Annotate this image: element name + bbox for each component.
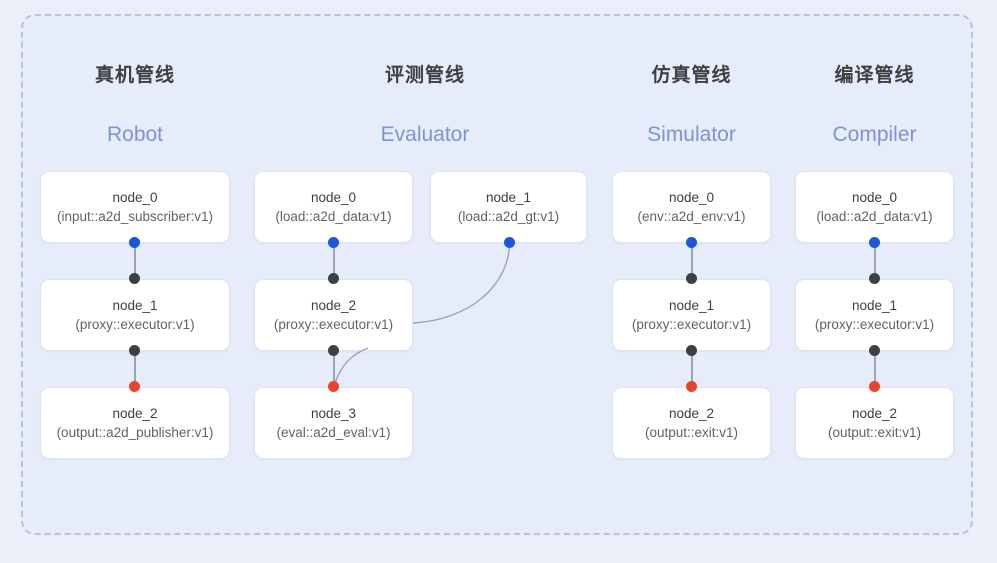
port-input-robot-2[interactable] bbox=[129, 381, 140, 392]
node-evaluator-1-gt[interactable]: node_1 (load::a2d_gt:v1) bbox=[430, 171, 587, 243]
column-title-cn-evaluator: 评测管线 bbox=[384, 65, 465, 86]
column-title-en-compiler: Compiler bbox=[832, 123, 917, 146]
node-type: (input::a2d_subscriber:v1) bbox=[56, 209, 214, 224]
column-title-cn-robot: 真机管线 bbox=[94, 65, 175, 86]
port-relay-simulator-1-out[interactable] bbox=[686, 345, 697, 356]
node-name: node_2 bbox=[851, 406, 898, 421]
port-input-simulator-2[interactable] bbox=[686, 381, 697, 392]
column-title-en-robot: Robot bbox=[106, 123, 164, 146]
column-title-en-simulator: Simulator bbox=[647, 123, 736, 146]
port-relay-simulator-1-in[interactable] bbox=[686, 273, 697, 284]
node-type: (proxy::executor:v1) bbox=[814, 317, 935, 332]
port-relay-evaluator-2-out[interactable] bbox=[328, 345, 339, 356]
node-compiler-1[interactable]: node_1 (proxy::executor:v1) bbox=[795, 279, 954, 351]
node-name: node_1 bbox=[112, 298, 158, 313]
node-name: node_1 bbox=[851, 298, 898, 313]
edge-evaluator-0-2 bbox=[333, 243, 335, 279]
node-evaluator-0[interactable]: node_0 (load::a2d_data:v1) bbox=[254, 171, 413, 243]
node-name: node_0 bbox=[310, 190, 357, 205]
node-type: (output::a2d_publisher:v1) bbox=[56, 425, 214, 440]
pipeline-column-compiler: 编译管线 Compiler bbox=[795, 0, 954, 563]
node-simulator-0[interactable]: node_0 (env::a2d_env:v1) bbox=[612, 171, 771, 243]
node-simulator-1[interactable]: node_1 (proxy::executor:v1) bbox=[612, 279, 771, 351]
column-title-cn-simulator: 仿真管线 bbox=[651, 65, 732, 86]
column-title-en-evaluator: Evaluator bbox=[380, 123, 470, 146]
edge-compiler-0-1 bbox=[874, 243, 876, 279]
node-type: (output::exit:v1) bbox=[644, 425, 739, 440]
node-simulator-2[interactable]: node_2 (output::exit:v1) bbox=[612, 387, 771, 459]
node-name: node_3 bbox=[310, 406, 357, 421]
node-type: (load::a2d_data:v1) bbox=[275, 209, 392, 224]
node-type: (output::exit:v1) bbox=[827, 425, 922, 440]
node-name: node_1 bbox=[485, 190, 532, 205]
edge-evaluator-2-3 bbox=[333, 351, 335, 387]
node-name: node_0 bbox=[851, 190, 898, 205]
node-name: node_0 bbox=[668, 190, 715, 205]
node-robot-0[interactable]: node_0 (input::a2d_subscriber:v1) bbox=[40, 171, 230, 243]
node-name: node_0 bbox=[112, 190, 158, 205]
column-title-cn-compiler: 编译管线 bbox=[834, 65, 915, 86]
edge-compiler-1-2 bbox=[874, 351, 876, 387]
node-robot-1[interactable]: node_1 (proxy::executor:v1) bbox=[40, 279, 230, 351]
node-type: (eval::a2d_eval:v1) bbox=[276, 425, 391, 440]
port-relay-robot-1-out[interactable] bbox=[129, 345, 140, 356]
node-compiler-0[interactable]: node_0 (load::a2d_data:v1) bbox=[795, 171, 954, 243]
port-input-evaluator-3[interactable] bbox=[328, 381, 339, 392]
pipeline-column-evaluator: 评测管线 Evaluator bbox=[330, 0, 520, 563]
port-relay-compiler-1-in[interactable] bbox=[869, 273, 880, 284]
node-name: node_2 bbox=[112, 406, 158, 421]
port-relay-evaluator-2-in[interactable] bbox=[328, 273, 339, 284]
port-output-evaluator-0[interactable] bbox=[328, 237, 339, 248]
port-output-robot-0[interactable] bbox=[129, 237, 140, 248]
node-type: (proxy::executor:v1) bbox=[631, 317, 752, 332]
node-type: (load::a2d_data:v1) bbox=[816, 209, 933, 224]
node-name: node_2 bbox=[668, 406, 715, 421]
port-input-compiler-2[interactable] bbox=[869, 381, 880, 392]
node-evaluator-3[interactable]: node_3 (eval::a2d_eval:v1) bbox=[254, 387, 413, 459]
node-name: node_2 bbox=[310, 298, 357, 313]
port-output-evaluator-1-gt[interactable] bbox=[504, 237, 515, 248]
port-relay-compiler-1-out[interactable] bbox=[869, 345, 880, 356]
edge-simulator-0-1 bbox=[691, 243, 693, 279]
node-type: (env::a2d_env:v1) bbox=[637, 209, 746, 224]
node-type: (proxy::executor:v1) bbox=[75, 317, 195, 332]
node-type: (proxy::executor:v1) bbox=[273, 317, 394, 332]
edge-simulator-1-2 bbox=[691, 351, 693, 387]
edge-robot-0-1 bbox=[134, 243, 136, 279]
node-evaluator-2[interactable]: node_2 (proxy::executor:v1) bbox=[254, 279, 413, 351]
port-output-simulator-0[interactable] bbox=[686, 237, 697, 248]
pipeline-column-simulator: 仿真管线 Simulator bbox=[612, 0, 771, 563]
node-type: (load::a2d_gt:v1) bbox=[457, 209, 560, 224]
port-relay-robot-1-in[interactable] bbox=[129, 273, 140, 284]
node-name: node_1 bbox=[668, 298, 715, 313]
port-output-compiler-0[interactable] bbox=[869, 237, 880, 248]
pipeline-column-robot: 真机管线 Robot bbox=[40, 0, 230, 563]
node-compiler-2[interactable]: node_2 (output::exit:v1) bbox=[795, 387, 954, 459]
node-robot-2[interactable]: node_2 (output::a2d_publisher:v1) bbox=[40, 387, 230, 459]
edge-robot-1-2 bbox=[134, 351, 136, 387]
